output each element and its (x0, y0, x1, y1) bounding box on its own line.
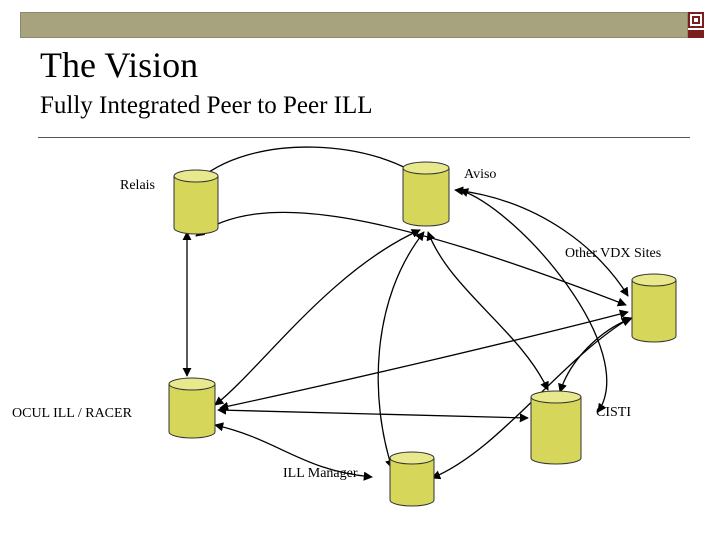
node-aviso-db[interactable] (402, 161, 450, 227)
edge-cisti-aviso-outer (459, 188, 608, 413)
edge-relais-other (195, 211, 627, 307)
slide-corner-ornament (688, 12, 706, 38)
slide-title: The Vision (40, 45, 199, 85)
edge-aviso-illmgr (377, 231, 425, 469)
edge-relais-aviso (193, 146, 429, 185)
edge-other-cisti (558, 316, 633, 393)
label-cisti: CISTI (596, 405, 631, 420)
label-ocul: OCUL ILL / RACER (12, 406, 132, 421)
node-relais-db[interactable] (173, 169, 219, 235)
edge-aviso-other (454, 186, 629, 297)
label-aviso: Aviso (464, 167, 497, 182)
node-other-vdx-db[interactable] (631, 273, 677, 343)
title-divider (38, 137, 690, 138)
edge-ocul-illmgr (214, 422, 373, 481)
edge-aviso-ocul (214, 229, 421, 406)
edge-ocul-cisti (217, 405, 529, 423)
node-ill-manager-db[interactable] (389, 451, 435, 507)
slide-subtitle: Fully Integrated Peer to Peer ILL (40, 92, 373, 119)
label-other-vdx: Other VDX Sites (565, 246, 662, 261)
header-bar (20, 12, 688, 38)
node-ocul-db[interactable] (168, 377, 216, 439)
node-cisti-db[interactable] (530, 390, 582, 465)
label-relais: Relais (120, 178, 155, 193)
label-ill-manager: ILL Manager (283, 466, 358, 481)
